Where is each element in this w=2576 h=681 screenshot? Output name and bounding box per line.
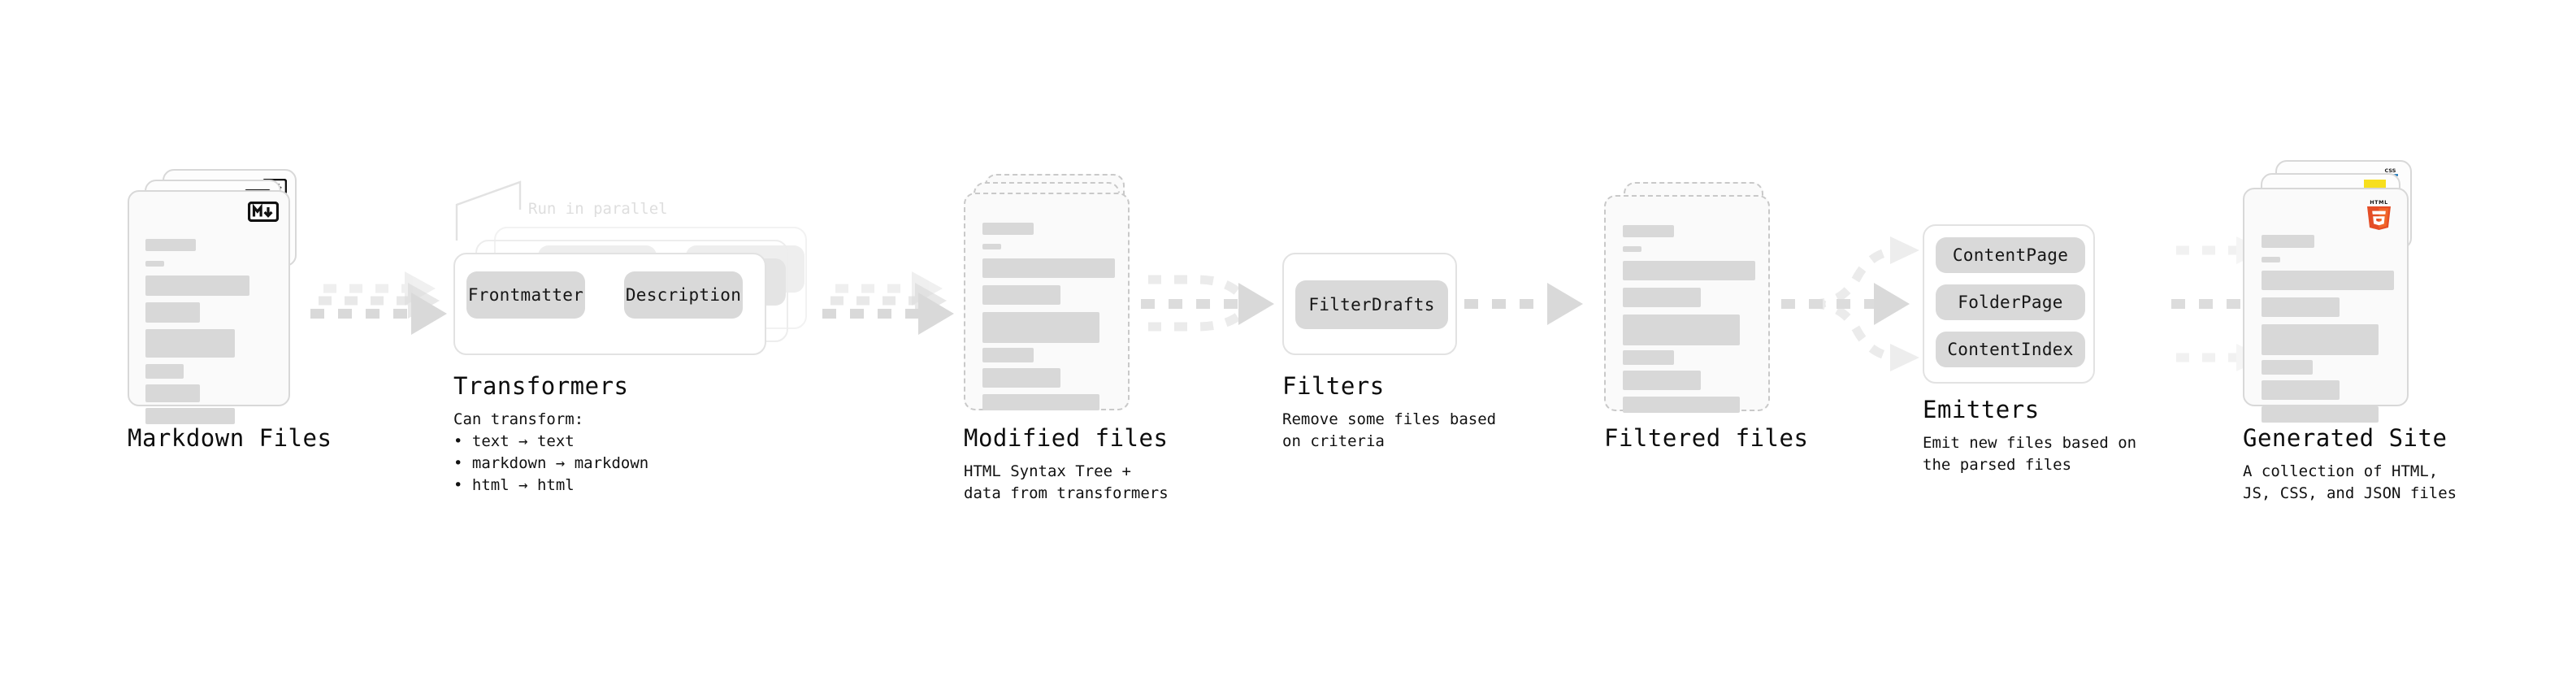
stage-generated-site: Generated Site A collection of HTML, JS,… (2243, 424, 2457, 505)
svg-text:HTML: HTML (2370, 199, 2388, 206)
html5-icon: HTML (2364, 197, 2394, 230)
skeleton-line (982, 348, 1034, 362)
emitter-chip-contentpage[interactable]: ContentPage (1936, 237, 2085, 273)
transformer-layer-front[interactable]: Frontmatter Description (453, 253, 766, 355)
skeleton-line (1623, 350, 1674, 365)
filter-chip-filterdrafts[interactable]: FilterDrafts (1295, 280, 1448, 329)
site-card-front-html: HTML (2243, 188, 2409, 423)
skeleton-line (982, 285, 1060, 305)
skeleton-line (1623, 261, 1755, 280)
stage-subtitle: Can transform: • text → text • markdown … (453, 410, 649, 494)
skeleton-line (145, 364, 184, 379)
svg-text:CSS: CSS (2385, 167, 2396, 174)
connector-filters-to-filtered (1464, 283, 1583, 325)
stage-subtitle: Remove some files based on criteria (1282, 410, 1497, 450)
modified-card-front (964, 193, 1130, 410)
stage-title: Transformers (453, 372, 629, 400)
skeleton-line (982, 368, 1060, 388)
stage-transformers: Transformers Can transform: • text → tex… (453, 372, 649, 497)
skeleton-line (2262, 406, 2379, 423)
skeleton-line (2262, 324, 2379, 355)
stage-modified-files: Modified files HTML Syntax Tree + data f… (964, 424, 1169, 505)
skeleton-line (1623, 314, 1740, 345)
transformer-chip-description[interactable]: Description (624, 271, 743, 319)
stage-subtitle: Emit new files based on the parsed files (1923, 433, 2137, 474)
stage-markdown-files: Markdown Files (128, 424, 332, 452)
connector-filtered-to-emitters (1781, 236, 1919, 371)
stage-emitters: Emitters Emit new files based on the par… (1923, 397, 2136, 476)
run-in-parallel-label: Run in parallel (528, 200, 668, 218)
stage-title: Markdown Files (128, 424, 332, 452)
skeleton-line (1623, 288, 1701, 307)
skeleton-line (145, 408, 235, 424)
skeleton-line (145, 329, 235, 358)
skeleton-line (145, 384, 200, 402)
emitter-chip-folderpage[interactable]: FolderPage (1936, 284, 2085, 320)
skeleton-line (1623, 371, 1701, 390)
stage-subtitle: A collection of HTML, JS, CSS, and JSON … (2243, 462, 2457, 502)
skeleton-line (2262, 360, 2313, 375)
skeleton-line (145, 239, 196, 251)
stage-filters: Filters Remove some files based on crite… (1282, 372, 1497, 453)
filters-group[interactable]: FilterDrafts (1282, 253, 1457, 355)
markdown-card-front (128, 190, 290, 424)
stage-title: Generated Site (2243, 424, 2448, 452)
skeleton-line (1623, 397, 1740, 413)
skeleton-line (2262, 257, 2280, 262)
skeleton-line (2262, 297, 2340, 317)
markdown-icon (248, 202, 279, 222)
connector-markdown-to-transformers (310, 271, 447, 335)
stage-title: Filters (1282, 372, 1385, 400)
skeleton-line (1623, 225, 1674, 237)
skeleton-line (145, 275, 249, 296)
skeleton-line (982, 394, 1099, 410)
skeleton-line (145, 261, 164, 267)
skeleton-line (2262, 271, 2394, 290)
stage-title: Emitters (1923, 396, 2040, 423)
stage-title: Filtered files (1604, 424, 1809, 452)
connector-modified-to-filters (1141, 275, 1274, 332)
stage-subtitle: HTML Syntax Tree + data from transformer… (964, 462, 1169, 502)
skeleton-line (145, 302, 200, 323)
skeleton-line (982, 244, 1001, 249)
skeleton-line (2262, 235, 2314, 248)
transformer-chip-frontmatter[interactable]: Frontmatter (466, 271, 585, 319)
skeleton-line (982, 223, 1034, 235)
skeleton-line (1623, 246, 1641, 252)
emitters-group[interactable]: ContentPage FolderPage ContentIndex (1923, 224, 2095, 384)
skeleton-line (982, 312, 1099, 343)
filtered-card-front (1604, 195, 1770, 413)
skeleton-line (982, 258, 1115, 278)
stage-filtered-files: Filtered files (1604, 424, 1809, 452)
emitter-chip-contentindex[interactable]: ContentIndex (1936, 332, 2085, 367)
stage-title: Modified files (964, 424, 1169, 452)
connector-transformers-to-modified (822, 271, 954, 335)
skeleton-line (2262, 380, 2340, 400)
